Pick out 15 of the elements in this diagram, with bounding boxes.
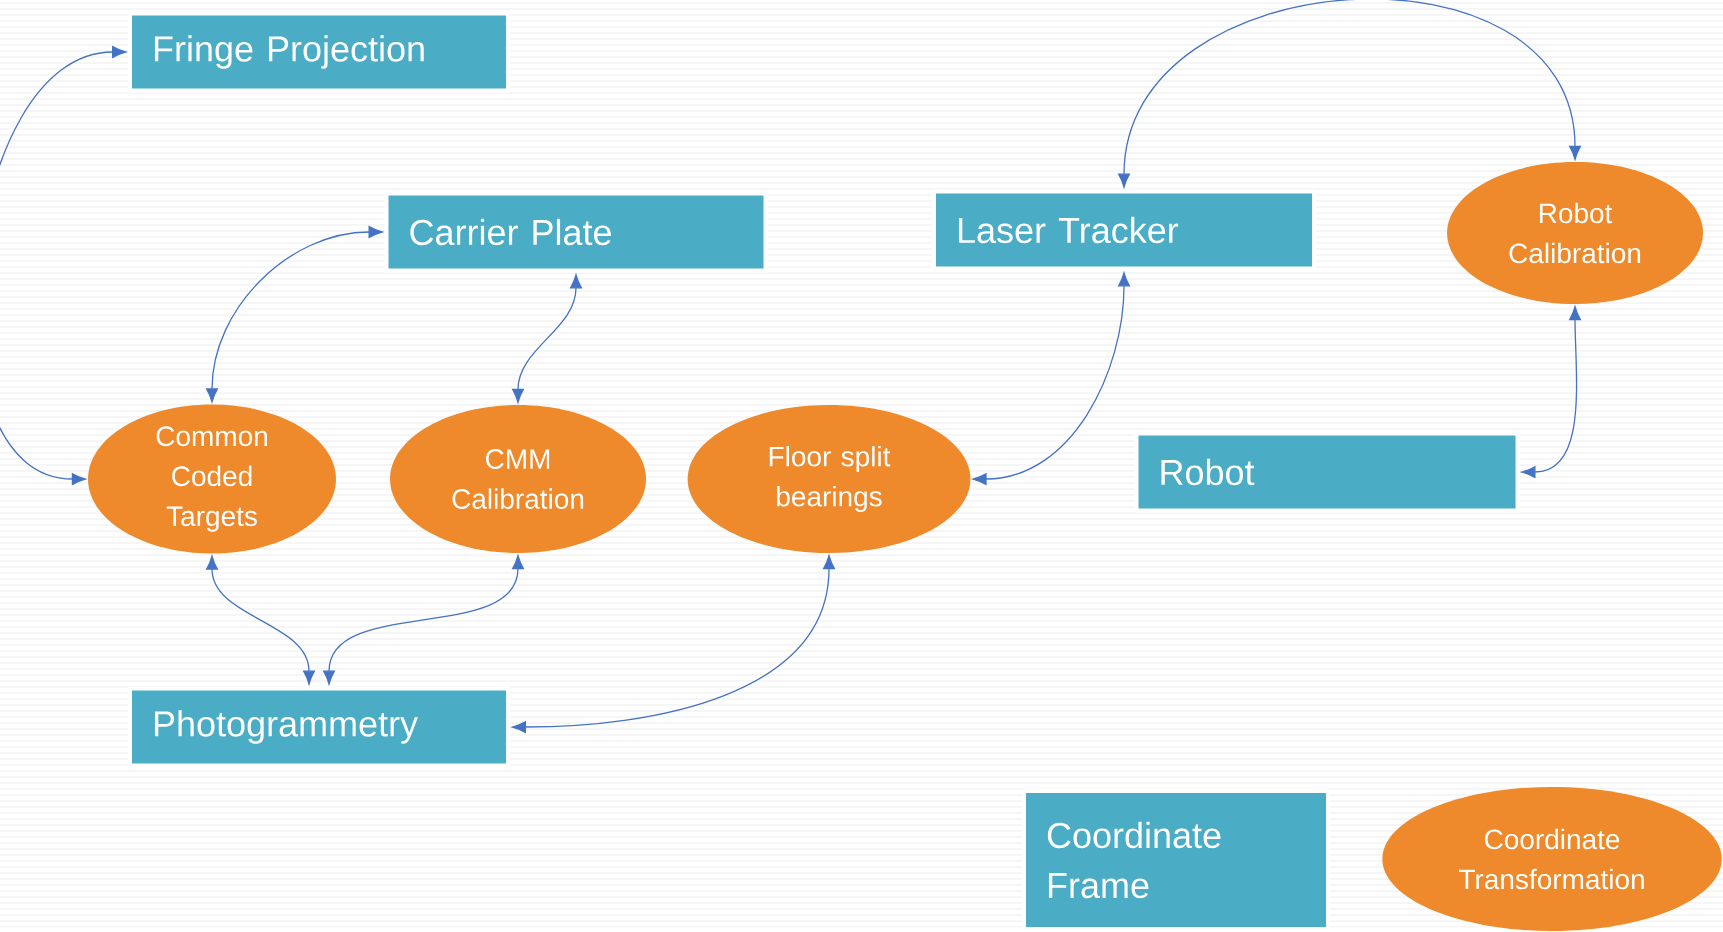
arrow (1521, 306, 1581, 478)
arrow (972, 272, 1130, 485)
arrow (206, 226, 383, 403)
arrow (0, 46, 127, 485)
process-box: Carrier Plate (384, 191, 768, 273)
arrow (323, 555, 524, 685)
process-box: Coordinate Frame (1022, 789, 1330, 931)
process-box: Laser Tracker (932, 189, 1316, 271)
process-box: Fringe Projection (128, 11, 510, 93)
process-box: Robot (1134, 431, 1520, 513)
arrow (206, 555, 315, 685)
process-box: Photogrammetry (128, 686, 510, 768)
arrow (512, 274, 582, 403)
arrow (1118, 0, 1581, 188)
arrow (511, 555, 835, 733)
